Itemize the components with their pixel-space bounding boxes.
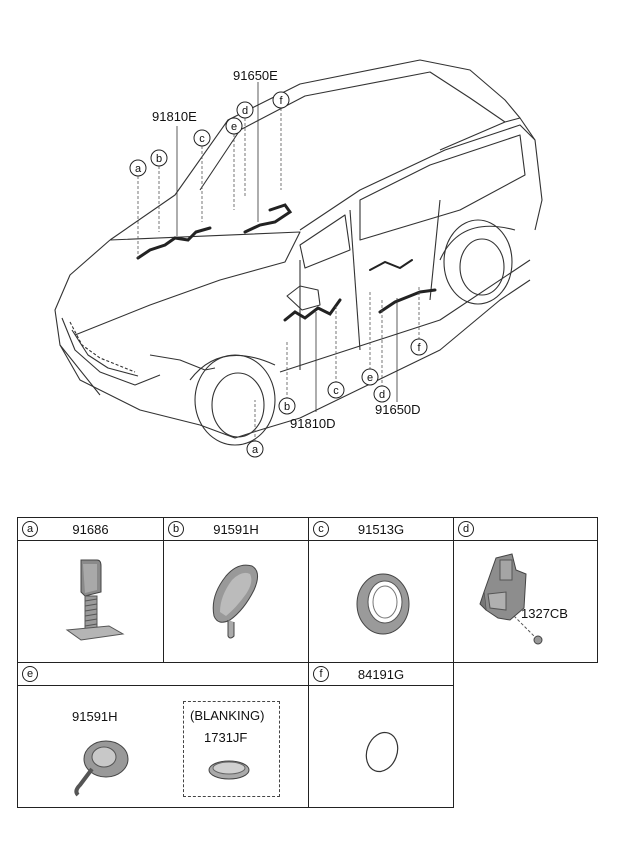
grommet-with-tube-image: [74, 740, 129, 797]
svg-text:b: b: [284, 401, 290, 413]
callout-91810D: 91810D: [290, 416, 336, 431]
svg-text:c: c: [333, 385, 339, 397]
callout-91810E: 91810E: [152, 109, 197, 124]
part-number: 84191G: [357, 667, 405, 682]
svg-text:b: b: [156, 153, 162, 165]
cell-letter: f: [313, 666, 329, 682]
cell-b: b 91591H: [163, 517, 309, 663]
part-number: 91513G: [357, 522, 405, 537]
svg-text:d: d: [242, 105, 248, 117]
harness-91810E: [136, 226, 212, 260]
bubble-c-bottom: [327, 381, 345, 399]
cell-letter: e: [22, 666, 38, 682]
sub-part-number: 1327CB: [521, 606, 568, 621]
letter-bubble-text: a b c e d f a b c e d f: [135, 95, 422, 456]
blanking-plug-image: [208, 760, 250, 780]
harness-91650D-b: [369, 259, 413, 271]
cell-e: e 91591H (BLANKING) 1731JF: [17, 662, 309, 808]
bubble-a-bottom: [246, 440, 264, 458]
bubble-a-top: [129, 159, 147, 177]
cell-letter: d: [458, 521, 474, 537]
solid-leaders: [176, 82, 398, 412]
leader-lines: [137, 108, 420, 452]
svg-text:e: e: [367, 372, 373, 384]
screw-image: [513, 615, 543, 645]
svg-text:e: e: [231, 121, 237, 133]
svg-text:f: f: [417, 342, 421, 354]
blanking-label: (BLANKING): [190, 708, 265, 723]
part-number: 91591H: [213, 522, 259, 537]
svg-text:f: f: [279, 95, 283, 107]
grommet-part-number: 91591H: [72, 709, 118, 724]
bubble-d-top: [236, 101, 254, 119]
bubble-e-top: [225, 117, 243, 135]
cell-c: c 91513G: [308, 517, 454, 663]
cell-letter: b: [168, 521, 184, 537]
svg-text:d: d: [379, 389, 385, 401]
svg-text:a: a: [252, 444, 259, 456]
letter-bubbles: [129, 91, 428, 458]
wiring-harnesses: [136, 203, 437, 322]
bolt-grommet-image: [65, 559, 125, 641]
vehicle-wiring-diagram: 91650E 91810E 91810D 91650D a b c e d f …: [54, 59, 543, 458]
svg-text:c: c: [199, 133, 205, 145]
callout-91650D: 91650D: [375, 402, 421, 417]
o-ring-image: [365, 731, 399, 773]
bubble-f-top: [272, 91, 290, 109]
harness-91650D: [378, 288, 437, 314]
connector-bracket-image: [479, 553, 527, 621]
bubble-f-bottom: [410, 338, 428, 356]
grommet-image: [212, 564, 258, 639]
cell-letter: c: [313, 521, 329, 537]
harness-91810D: [283, 298, 342, 322]
parts-table: a 91686 b 91591H c: [17, 517, 598, 808]
bubble-c-top: [193, 129, 211, 147]
part-number: 91686: [72, 522, 109, 537]
vehicle-outline: [54, 59, 543, 446]
cell-d: d 1327CB: [453, 517, 598, 663]
cell-a: a 91686: [17, 517, 164, 663]
blanking-part-number: 1731JF: [204, 730, 248, 745]
ring-grommet-image: [356, 573, 410, 635]
bubble-d-bottom: [373, 385, 391, 403]
bubble-e-bottom: [361, 368, 379, 386]
bubble-b-top: [150, 149, 168, 167]
blanking-box: (BLANKING) 1731JF: [183, 701, 280, 797]
bubble-b-bottom: [278, 397, 296, 415]
svg-text:a: a: [135, 163, 142, 175]
cell-f: f 84191G: [308, 662, 454, 808]
harness-91650E: [243, 203, 293, 234]
cell-letter: a: [22, 521, 38, 537]
callout-91650E: 91650E: [233, 68, 278, 83]
